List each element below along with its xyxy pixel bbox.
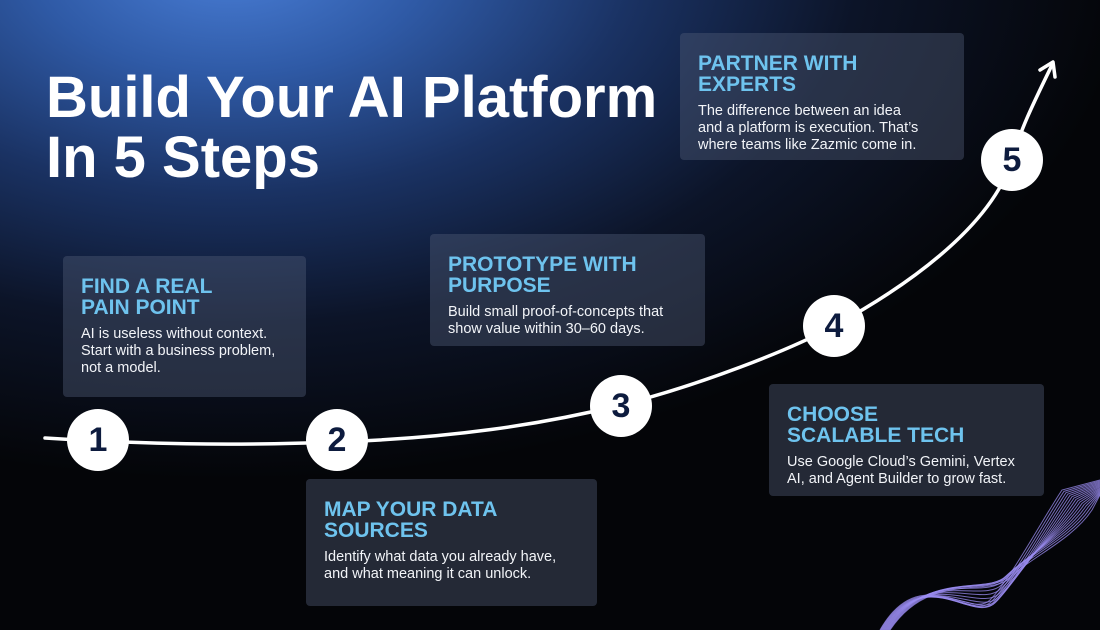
description-line: Build small proof-of-concepts that <box>448 304 664 320</box>
heading-line: Pain Point <box>81 296 200 319</box>
description-line: where teams like Zazmic come in. <box>698 137 917 153</box>
wave-line <box>888 492 1100 630</box>
wave-line <box>885 488 1100 630</box>
wave-line <box>883 485 1100 630</box>
description-line: and a platform is execution. That’s <box>698 120 919 136</box>
page-title: Build Your AI Platform In 5 Steps <box>46 68 657 188</box>
title-line-1: Build Your AI Platform <box>46 65 658 130</box>
description-line: AI is useless without context. <box>81 326 268 342</box>
step-description: AI is useless without context. Start wit… <box>81 326 288 377</box>
step-card-2: Map Your Data Sources Identify what data… <box>306 479 597 606</box>
heading-line: Map Your Data <box>324 498 498 521</box>
heading-line: Choose <box>787 403 879 426</box>
description-line: not a model. <box>81 360 161 376</box>
step-card-1: Find a Real Pain Point AI is useless wit… <box>63 256 306 397</box>
step-number-4: 4 <box>803 295 865 357</box>
heading-line: Prototype with <box>448 253 637 276</box>
step-heading: Map Your Data Sources <box>324 499 579 541</box>
wave-line <box>888 493 1100 630</box>
step-card-3: Prototype with Purpose Build small proof… <box>430 234 705 346</box>
wave-line <box>879 479 1100 630</box>
step-card-5: Partner with Experts The difference betw… <box>680 33 964 160</box>
step-description: Identify what data you already have, and… <box>324 549 579 583</box>
heading-line: Partner with <box>698 52 858 75</box>
heading-line: Scalable Tech <box>787 424 965 447</box>
heading-line: Purpose <box>448 274 551 297</box>
wave-line <box>880 480 1100 630</box>
description-line: Start with a business problem, <box>81 343 276 359</box>
wave-lines-icon <box>879 479 1100 630</box>
step-heading: Prototype with Purpose <box>448 254 687 296</box>
wave-line <box>889 494 1100 630</box>
step-number-1: 1 <box>67 409 129 471</box>
arrow-up-right-icon <box>1038 60 1057 79</box>
step-number-3: 3 <box>590 375 652 437</box>
step-description: Build small proof-of-concepts that show … <box>448 304 687 338</box>
step-heading: Choose Scalable Tech <box>787 404 1026 446</box>
title-line-2: In 5 Steps <box>46 125 320 190</box>
wave-line <box>886 490 1100 630</box>
step-number-5: 5 <box>981 129 1043 191</box>
description-line: Use Google Cloud’s Gemini, Vertex <box>787 454 1015 470</box>
wave-line <box>884 487 1100 630</box>
description-line: and what meaning it can unlock. <box>324 566 532 582</box>
step-heading: Partner with Experts <box>698 53 946 95</box>
heading-line: Sources <box>324 519 428 542</box>
heading-line: Experts <box>698 73 797 96</box>
description-line: Identify what data you already have, <box>324 549 557 565</box>
step-description: Use Google Cloud’s Gemini, Vertex AI, an… <box>787 454 1026 488</box>
description-line: AI, and Agent Builder to grow fast. <box>787 471 1007 487</box>
wave-line <box>882 483 1100 630</box>
wave-line <box>884 486 1100 630</box>
description-line: show value within 30–60 days. <box>448 321 645 337</box>
step-card-4: Choose Scalable Tech Use Google Cloud’s … <box>769 384 1044 496</box>
wave-line <box>881 482 1100 630</box>
wave-line <box>887 491 1100 630</box>
step-number-2: 2 <box>306 409 368 471</box>
step-heading: Find a Real Pain Point <box>81 276 288 318</box>
heading-line: Find a Real <box>81 275 213 298</box>
step-description: The difference between an idea and a pla… <box>698 103 946 154</box>
description-line: The difference between an idea <box>698 103 901 119</box>
